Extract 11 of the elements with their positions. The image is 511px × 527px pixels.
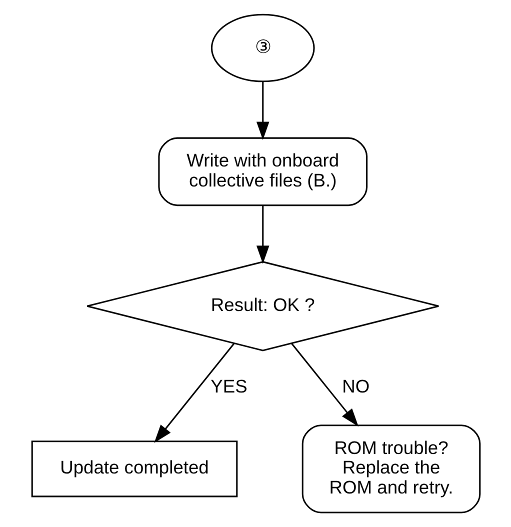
edge-label: NO xyxy=(342,376,370,397)
node-ellipse: ③ xyxy=(210,14,314,82)
edge-label: YES xyxy=(210,376,247,397)
arrow xyxy=(256,82,269,140)
node-box: Write with onboard collective files (B.) xyxy=(158,137,368,206)
arrow xyxy=(290,343,358,427)
node-box: ROM trouble? Replace the ROM and retry. xyxy=(301,424,480,514)
node-diamond: Result: OK ? xyxy=(86,261,439,352)
arrow xyxy=(154,343,234,443)
node-box: Update completed xyxy=(30,440,238,498)
arrow xyxy=(256,206,269,264)
